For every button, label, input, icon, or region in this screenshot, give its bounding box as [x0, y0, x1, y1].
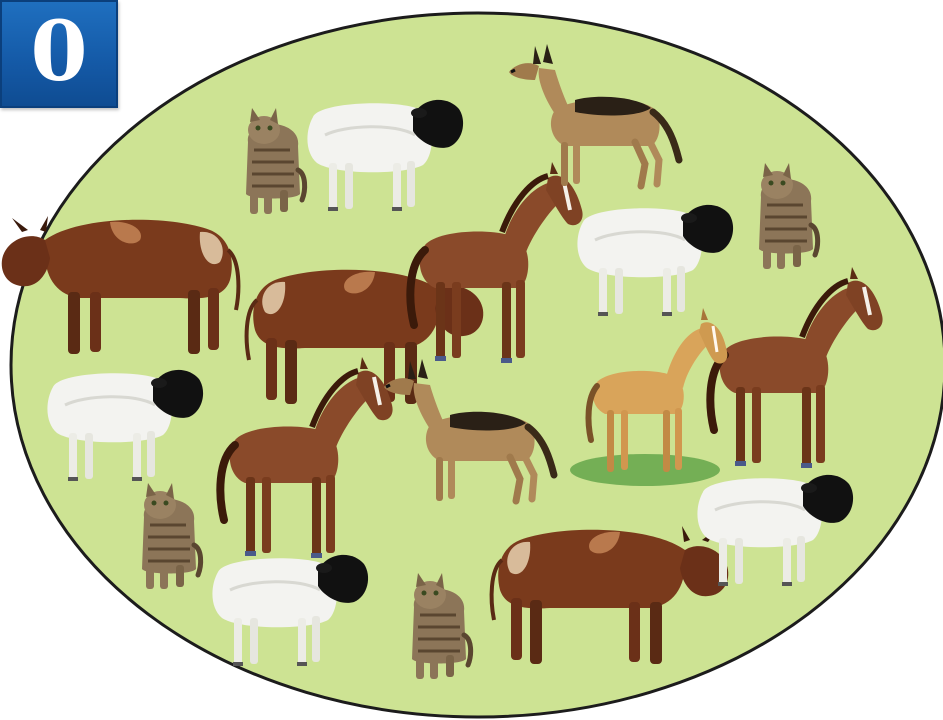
score-badge: 0: [0, 0, 118, 108]
score-value: 0: [30, 11, 87, 93]
